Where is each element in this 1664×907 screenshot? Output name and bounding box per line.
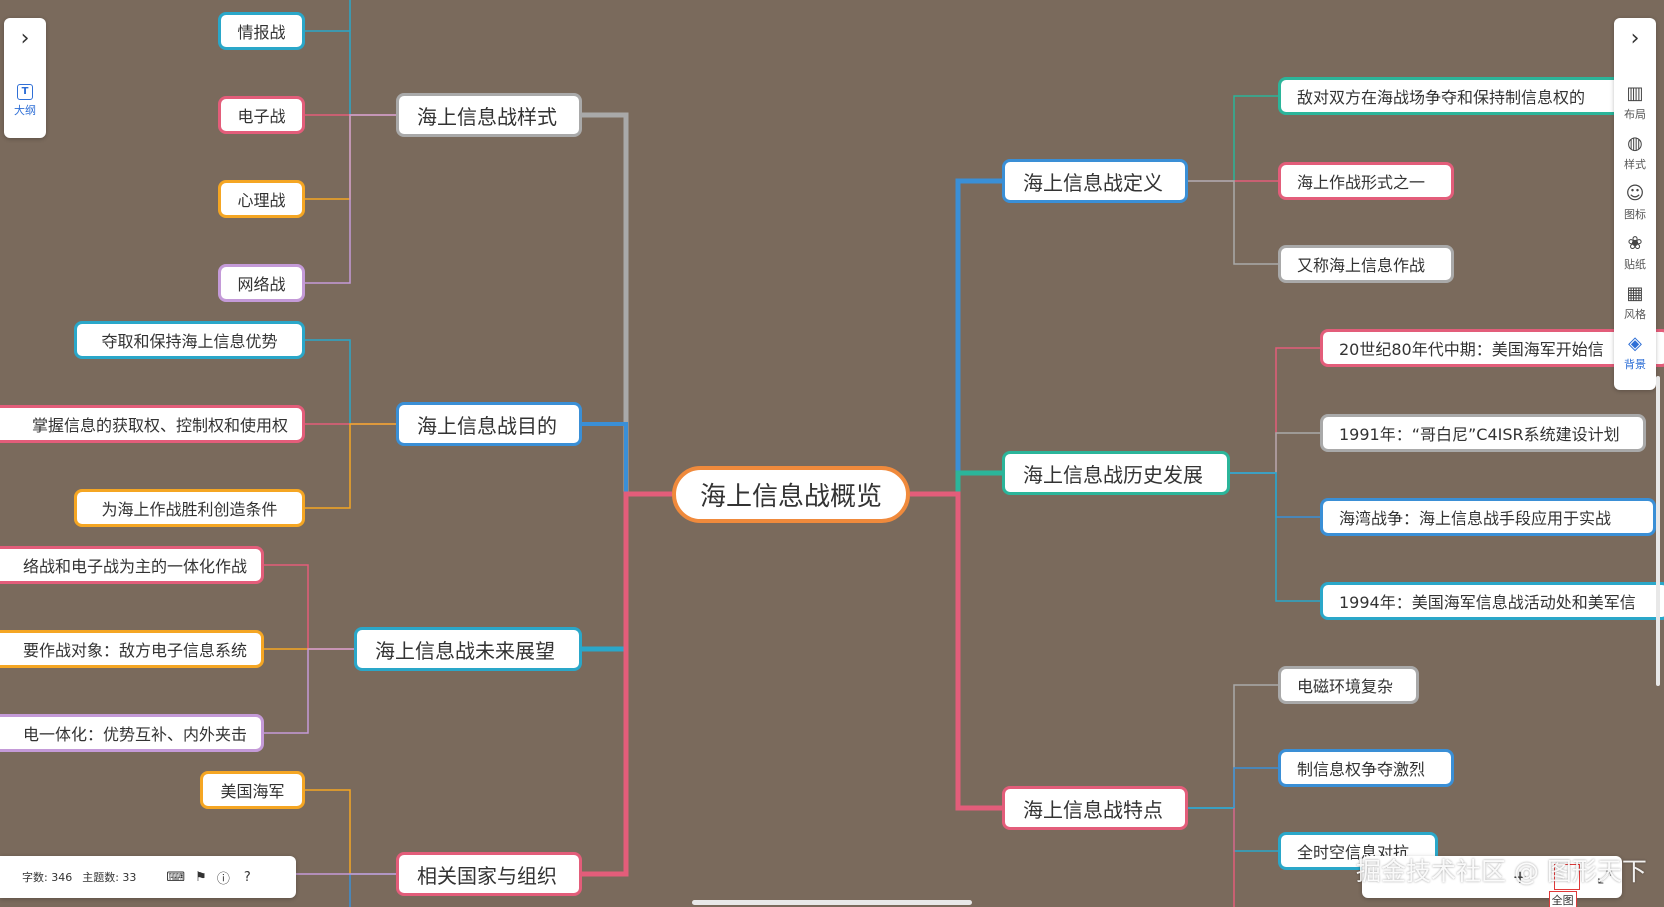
outline-icon: T [17, 84, 33, 100]
word-count: 字数: 346 [22, 871, 73, 884]
topic-label: 敌对双方在海战场争夺和保持制信息权的 [1297, 88, 1586, 107]
root-topic-label: 海上信息战概览 [699, 482, 882, 512]
topic-label: 夺取和保持海上信息优势 [101, 332, 278, 351]
layout-icon: ▥ [1626, 83, 1644, 104]
topic-node[interactable]: 海上作战形式之一 [1278, 162, 1454, 200]
branch-label: 海上信息战未来展望 [375, 638, 555, 663]
branch-style[interactable]: 海上信息战样式 [396, 93, 582, 137]
vertical-scrollbar[interactable] [1656, 376, 1660, 686]
topic-node[interactable]: 1994年：美国海军信息战活动处和美军信 [1320, 582, 1664, 620]
sticker-icon: ❀ [1627, 233, 1643, 254]
status-bar: 字数: 346 主题数: 33 ⌨ ⚑ ⓘ ? [0, 856, 296, 898]
palette-icon: ◍ [1627, 133, 1643, 154]
tool-label: 布局 [1624, 108, 1646, 121]
help-icon[interactable]: ? [243, 869, 251, 885]
root-topic[interactable]: 海上信息战概览 [672, 466, 910, 523]
tool-label: 风格 [1624, 308, 1646, 321]
tool-icon[interactable]: ☺ 图标 [1614, 184, 1656, 222]
topic-label: 制信息权争夺激烈 [1297, 760, 1426, 779]
topic-label: 要作战对象：敌方电子信息系统 [22, 641, 247, 660]
topic-label: 网络战 [237, 275, 286, 294]
branch-purpose[interactable]: 海上信息战目的 [396, 402, 582, 446]
outline-button[interactable]: T 大纲 [4, 84, 46, 118]
tool-label: 样式 [1624, 158, 1646, 171]
topic-node[interactable]: 要作战对象：敌方电子信息系统 [0, 630, 264, 668]
topic-node[interactable]: 敌对双方在海战场争夺和保持制信息权的 [1278, 77, 1628, 115]
topic-node[interactable]: 为海上作战胜利创造条件 [74, 489, 305, 527]
topic-node[interactable]: 情报战 [218, 12, 305, 50]
zoom-in-icon[interactable]: + [1512, 866, 1528, 888]
branch-label: 相关国家与组织 [417, 863, 557, 888]
topic-label: 络战和电子战为主的一体化作战 [22, 557, 247, 576]
chevron-right-icon[interactable]: › [1630, 26, 1640, 51]
topic-label: 海上作战形式之一 [1297, 173, 1426, 192]
full-view-label: 全图 [1548, 891, 1577, 907]
topic-node[interactable]: 电磁环境复杂 [1278, 666, 1419, 704]
outline-label: 大纲 [14, 104, 36, 117]
watermark-text: 掘金技术社区 @ 图形天下 [1356, 857, 1647, 886]
flag-icon[interactable]: ⚑ [195, 869, 207, 885]
tool-theme[interactable]: ▦ 风格 [1614, 284, 1656, 322]
tool-layout[interactable]: ▥ 布局 [1614, 84, 1656, 122]
zoom-bar: + 全图 ⤢ [1362, 856, 1622, 907]
topic-node[interactable]: 网络战 [218, 264, 305, 302]
branch-future[interactable]: 海上信息战未来展望 [354, 627, 582, 671]
topic-node[interactable]: 美国海军 [200, 771, 305, 809]
topic-node[interactable]: 络战和电子战为主的一体化作战 [0, 546, 264, 584]
branch-history[interactable]: 海上信息战历史发展 [1002, 451, 1230, 495]
theme-grid-icon: ▦ [1626, 283, 1644, 304]
topic-label: 1991年：“哥白尼”C4ISR系统建设计划 [1339, 425, 1620, 444]
branch-orgs[interactable]: 相关国家与组织 [396, 852, 582, 896]
topic-label: 情报战 [237, 23, 286, 42]
topic-node[interactable]: 掌握信息的获取权、控制权和使用权 [0, 405, 305, 443]
topic-node[interactable]: 20世纪80年代中期：美国海军开始信 [1320, 329, 1664, 367]
fullscreen-icon[interactable]: ⤢ [1597, 866, 1612, 888]
topic-label: 电子战 [237, 107, 286, 126]
right-tool-panel: › ▥ 布局 ◍ 样式 ☺ 图标 ❀ 贴纸 ▦ 风格 ◈ 背景 [1614, 18, 1656, 390]
branch-label: 海上信息战定义 [1023, 170, 1163, 195]
tool-background[interactable]: ◈ 背景 [1614, 334, 1656, 372]
topic-label: 1994年：美国海军信息战活动处和美军信 [1339, 593, 1636, 612]
keyboard-icon[interactable]: ⌨ [166, 869, 186, 885]
topic-label: 电一体化：优势互补、内外夹击 [22, 725, 247, 744]
topic-node[interactable]: 又称海上信息作战 [1278, 245, 1454, 283]
topic-label: 掌握信息的获取权、控制权和使用权 [31, 416, 288, 435]
topic-label: 为海上作战胜利创造条件 [101, 500, 278, 519]
tool-label: 图标 [1624, 208, 1646, 221]
left-outline-panel: › T 大纲 [4, 18, 46, 138]
topic-label: 又称海上信息作战 [1297, 256, 1426, 275]
layers-icon: ◈ [1628, 333, 1642, 354]
tool-label: 贴纸 [1624, 258, 1646, 271]
topic-node[interactable]: 电一体化：优势互补、内外夹击 [0, 714, 264, 752]
topic-node[interactable]: 海湾战争：海上信息战手段应用于实战 [1320, 498, 1656, 536]
topic-node[interactable]: 电子战 [218, 96, 305, 134]
branch-definition[interactable]: 海上信息战定义 [1002, 159, 1188, 203]
topic-node[interactable]: 夺取和保持海上信息优势 [74, 321, 305, 359]
topic-node[interactable]: 制信息权争夺激烈 [1278, 749, 1454, 787]
topic-node[interactable]: 1991年：“哥白尼”C4ISR系统建设计划 [1320, 414, 1646, 452]
tool-style[interactable]: ◍ 样式 [1614, 134, 1656, 172]
topic-label: 心理战 [237, 191, 286, 210]
info-icon[interactable]: ⓘ [216, 871, 230, 887]
branch-features[interactable]: 海上信息战特点 [1002, 786, 1188, 830]
topic-count: 主题数: 33 [82, 871, 137, 884]
chevron-right-icon[interactable]: › [20, 26, 30, 51]
smiley-icon: ☺ [1625, 183, 1645, 204]
tool-sticker[interactable]: ❀ 贴纸 [1614, 234, 1656, 272]
branch-label: 海上信息战特点 [1023, 797, 1163, 822]
topic-label: 20世纪80年代中期：美国海军开始信 [1339, 340, 1604, 359]
branch-label: 海上信息战样式 [417, 104, 557, 129]
topic-label: 电磁环境复杂 [1297, 677, 1394, 696]
branch-label: 海上信息战目的 [417, 413, 557, 438]
tool-label: 背景 [1624, 358, 1646, 371]
topic-node[interactable]: 心理战 [218, 180, 305, 218]
branch-label: 海上信息战历史发展 [1023, 462, 1203, 487]
topic-label: 美国海军 [220, 782, 285, 801]
topic-label: 海湾战争：海上信息战手段应用于实战 [1339, 509, 1612, 528]
horizontal-scrollbar[interactable] [692, 900, 972, 905]
full-view-button[interactable]: 全图 [1548, 864, 1580, 907]
